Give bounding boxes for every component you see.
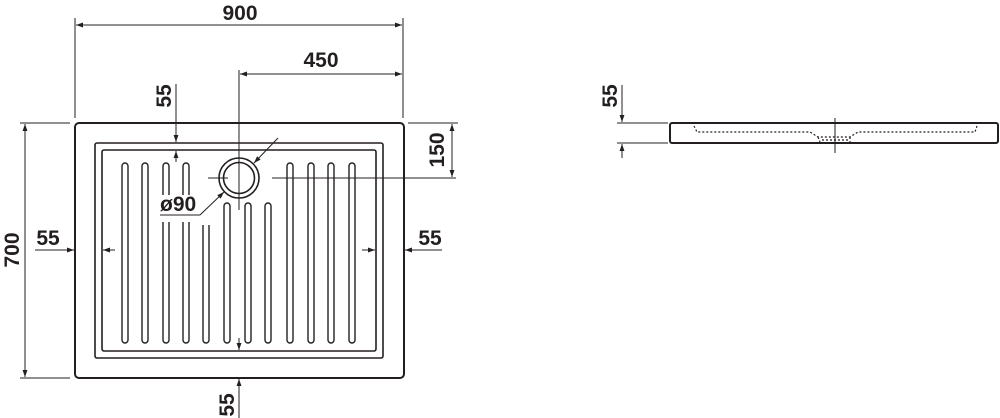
groove-slot xyxy=(264,202,272,344)
dimension-450: 450 xyxy=(240,49,402,77)
groove-slot xyxy=(244,202,252,344)
groove-slot xyxy=(327,162,335,344)
groove-slot xyxy=(141,162,149,344)
dimension-diameter-label: ø90 xyxy=(160,193,196,216)
dimension-55-right-label: 55 xyxy=(418,227,442,250)
tray-side-profile xyxy=(669,122,999,144)
groove-slot xyxy=(307,162,315,344)
groove-slot xyxy=(182,222,190,344)
dimension-150-label: 150 xyxy=(426,132,449,167)
groove-slot xyxy=(202,225,210,344)
dimension-150: 150 xyxy=(408,122,458,177)
groove-slot xyxy=(121,162,129,344)
basin-hidden-line xyxy=(693,125,978,143)
side-height-label: 55 xyxy=(599,84,622,108)
dimension-55-right: 55 xyxy=(362,227,442,253)
dimension-55-bottom: 55 xyxy=(216,338,242,418)
plan-view xyxy=(74,70,456,379)
dimension-55-top: 55 xyxy=(153,84,179,162)
dimension-450-label: 450 xyxy=(303,49,338,72)
anti-slip-grooves xyxy=(121,162,356,344)
dimension-55-left-label: 55 xyxy=(36,227,60,250)
groove-slot xyxy=(162,162,170,195)
dimension-55-left: 55 xyxy=(35,227,115,253)
groove-slot xyxy=(223,202,231,344)
side-view: 55 xyxy=(599,84,999,158)
groove-slot xyxy=(182,162,190,195)
groove-slot xyxy=(286,162,294,344)
dimension-55-top-label: 55 xyxy=(153,84,176,108)
dimension-55-bottom-label: 55 xyxy=(216,393,239,417)
dimension-900-label: 900 xyxy=(222,2,257,25)
groove-slot xyxy=(348,162,356,344)
dimension-700-label: 700 xyxy=(1,232,24,267)
dimension-900: 900 xyxy=(74,2,404,118)
dimension-700: 700 xyxy=(1,122,70,379)
dimension-diameter-90: ø90 xyxy=(160,137,279,216)
groove-slot xyxy=(162,222,170,344)
